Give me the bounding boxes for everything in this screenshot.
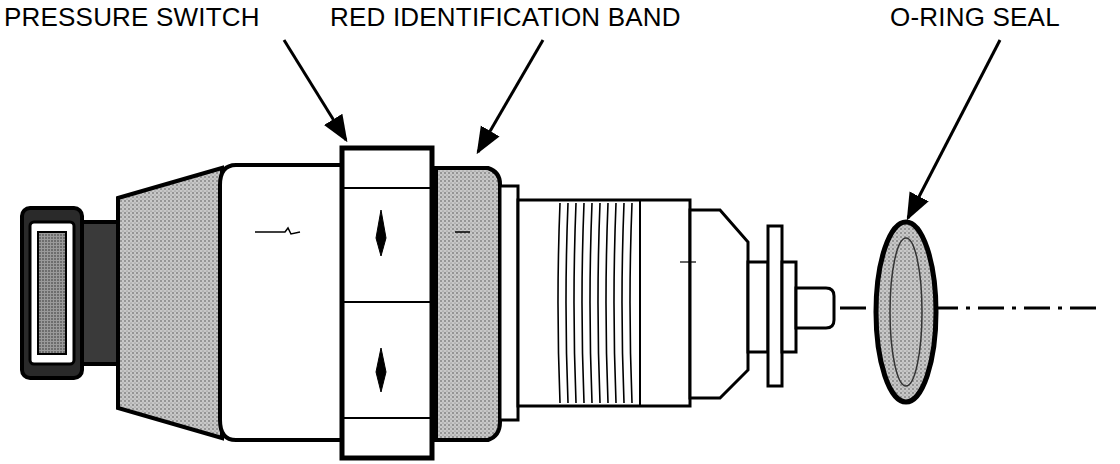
shaft — [782, 262, 796, 352]
switch-tip — [690, 210, 748, 398]
connector-plug — [22, 208, 120, 378]
part-label: RED IDENTIFICATION BAND — [330, 2, 681, 32]
identification-band — [436, 168, 500, 440]
tapered-housing — [118, 168, 222, 438]
leader-line — [284, 40, 346, 140]
hex-nut — [342, 148, 432, 458]
part-label: O-RING SEAL — [890, 2, 1060, 32]
pin — [796, 288, 834, 328]
leader-line — [478, 40, 543, 152]
shaft — [748, 262, 768, 352]
leader-line — [908, 40, 1000, 218]
o-ring — [876, 222, 936, 402]
tip-detail — [680, 261, 696, 262]
body-detail — [255, 228, 300, 234]
washer — [768, 226, 782, 386]
o-ring-inner — [890, 238, 922, 386]
band-detail — [455, 231, 470, 233]
switch-body — [220, 165, 345, 440]
collar — [500, 186, 518, 420]
thread — [518, 200, 690, 406]
part-label: PRESSURE SWITCH — [4, 2, 260, 32]
